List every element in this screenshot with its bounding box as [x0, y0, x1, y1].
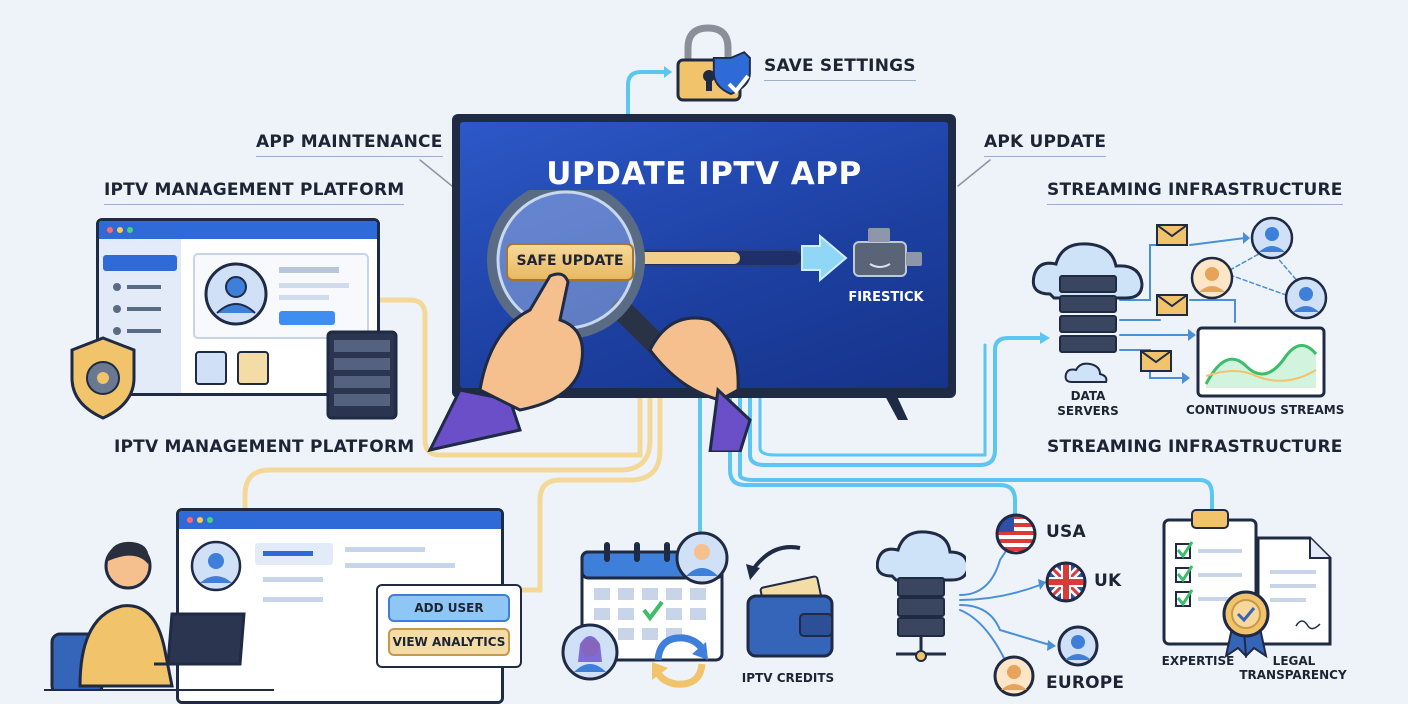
- profile-action-button[interactable]: [279, 311, 335, 325]
- data-servers-label-1: DATA: [1070, 389, 1106, 403]
- safe-update-button[interactable]: SAFE UPDATE: [506, 243, 634, 281]
- user-avatar-icon: [204, 262, 268, 326]
- global-server-icon: [876, 530, 966, 662]
- dashboard-window: [176, 508, 504, 704]
- lock-shield-icon: [674, 24, 758, 104]
- expertise-label: EXPERTISE: [1161, 654, 1235, 668]
- usa-flag-icon: [995, 513, 1037, 555]
- calendar-avatar-icon: [675, 531, 729, 585]
- europe-user-icon-1: [1057, 625, 1099, 667]
- europe-user-icon-2: [993, 655, 1035, 697]
- streams-chart-icon: [1196, 326, 1326, 398]
- viewer-avatar-icon-1: [1250, 216, 1294, 260]
- save-settings-label: SAVE SETTINGS: [764, 56, 916, 81]
- dashboard-avatar-icon: [190, 540, 242, 592]
- firestick-icon: [848, 222, 924, 282]
- cloud-server-icon: [1031, 242, 1144, 383]
- app-maintenance-label: APP MAINTENANCE: [256, 132, 443, 157]
- email-icon-2: [1156, 294, 1188, 316]
- viewer-avatar-icon-2: [1190, 256, 1234, 300]
- add-user-button[interactable]: ADD USER: [388, 594, 510, 622]
- platform-window-titlebar: [99, 221, 377, 239]
- gear-shield-icon: [70, 336, 136, 420]
- infra-title-top: STREAMING INFRASTRUCTURE: [1047, 180, 1343, 205]
- data-servers-label-2: SERVERS: [1057, 404, 1119, 418]
- tv-title: UPDATE IPTV APP: [546, 156, 862, 192]
- usa-label: USA: [1046, 522, 1086, 542]
- view-analytics-button[interactable]: VIEW ANALYTICS: [388, 628, 510, 656]
- platform-title-top: IPTV MANAGEMENT PLATFORM: [104, 180, 405, 205]
- platform-profile-card: [193, 253, 369, 339]
- uk-flag-icon: [1045, 561, 1087, 603]
- certified-badge-icon: [1222, 590, 1270, 658]
- continuous-streams-label: CONTINUOUS STREAMS: [1186, 403, 1345, 417]
- apk-update-label: APK UPDATE: [984, 132, 1107, 157]
- woman-avatar-icon: [561, 623, 619, 681]
- user-at-laptop-illustration: [44, 541, 274, 691]
- viewer-avatar-icon-3: [1284, 276, 1328, 320]
- refresh-icon: [652, 634, 708, 688]
- hands-illustration: [427, 272, 752, 452]
- user-thumb-1: [195, 351, 227, 385]
- user-thumb-2: [237, 351, 269, 385]
- legal-label-1: LEGAL: [1272, 654, 1316, 668]
- server-rack-icon: [326, 330, 398, 420]
- dashboard-window-titlebar: [179, 511, 501, 529]
- wallet-icon: [746, 545, 834, 658]
- legal-label-2: TRANSPARENCY: [1239, 668, 1347, 682]
- infra-title-bottom: STREAMING INFRASTRUCTURE: [1047, 437, 1343, 457]
- email-icon-3: [1140, 350, 1172, 372]
- platform-title-bottom: IPTV MANAGEMENT PLATFORM: [114, 437, 415, 457]
- email-icon-1: [1156, 224, 1188, 246]
- firestick-label: FIRESTICK: [848, 290, 924, 305]
- tv-stand: [878, 394, 918, 424]
- iptv-credits-label: IPTV CREDITS: [741, 671, 835, 685]
- uk-label: UK: [1094, 571, 1122, 591]
- europe-label: EUROPE: [1046, 673, 1125, 693]
